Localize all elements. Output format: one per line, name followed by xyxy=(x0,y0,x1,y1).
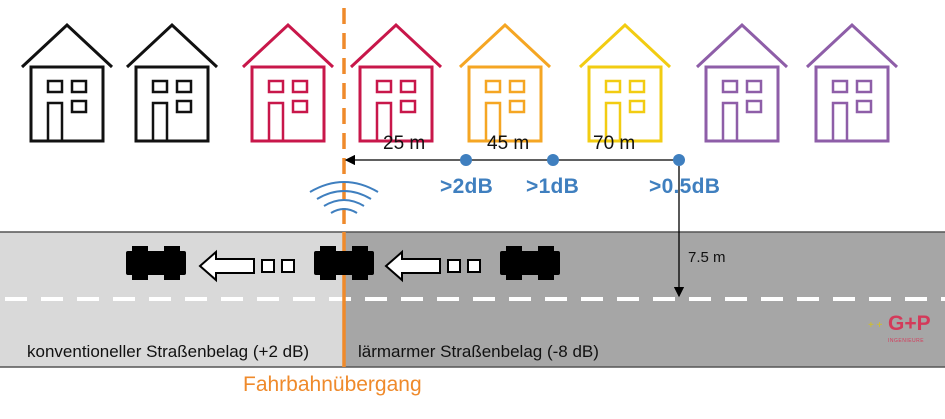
sound-wave-icon xyxy=(309,181,379,214)
reduction-label-1: >2dB xyxy=(440,175,494,198)
distance-label-70m: 70 m xyxy=(593,133,636,154)
logo-subtitle: INGENIEURE xyxy=(888,338,925,344)
logo-plus: + + xyxy=(868,320,883,331)
distance-label-25m: 25 m xyxy=(383,133,426,154)
transition-label: Fahrbahnübergang xyxy=(243,373,422,396)
house-7 xyxy=(695,23,789,143)
logo-name: G+P xyxy=(888,312,931,335)
car-center-icon xyxy=(314,246,374,280)
house-5 xyxy=(458,23,552,143)
house-1 xyxy=(20,23,114,143)
house-2 xyxy=(125,23,219,143)
measure-point-3 xyxy=(673,154,685,166)
reduction-label-3: >0.5dB xyxy=(649,175,721,198)
distance-label-45m: 45 m xyxy=(487,133,530,154)
road-label-conventional: konventioneller Straßenbelag (+2 dB) xyxy=(27,342,310,361)
house-3 xyxy=(241,23,335,143)
company-logo: + + G+P INGENIEURE xyxy=(868,312,943,348)
houses-row xyxy=(20,23,899,143)
car-left-icon xyxy=(126,246,186,280)
house-8 xyxy=(805,23,899,143)
house-4 xyxy=(349,23,443,143)
road-label-low-noise: lärmarmer Straßenbelag (-8 dB) xyxy=(358,342,599,361)
car-right-icon xyxy=(500,246,560,280)
measure-point-1 xyxy=(460,154,472,166)
house-6 xyxy=(578,23,672,143)
measure-point-2 xyxy=(547,154,559,166)
reduction-label-2: >1dB xyxy=(526,175,580,198)
offset-label: 7.5 m xyxy=(688,249,726,266)
